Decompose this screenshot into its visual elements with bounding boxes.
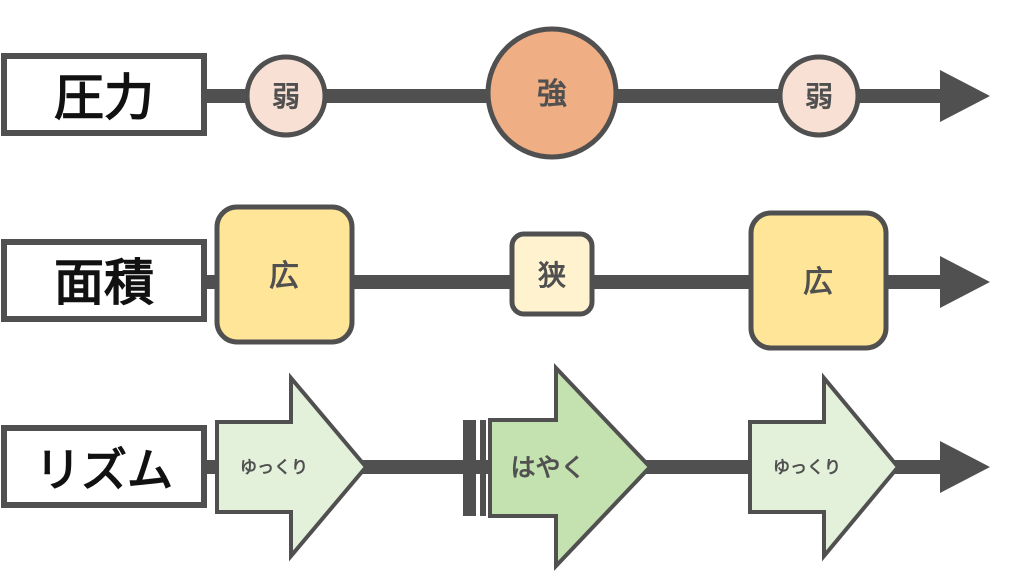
rhythm-slow-arrow-2 bbox=[748, 372, 901, 562]
pressure-label: 圧力 bbox=[54, 69, 154, 127]
area-label-box bbox=[1, 239, 207, 322]
area-wide-label-1: 広 bbox=[269, 259, 299, 294]
area-label: 面積 bbox=[54, 254, 154, 312]
pressure-arrowhead bbox=[940, 70, 990, 122]
area-narrow-box bbox=[509, 231, 595, 317]
pressure-strong-circle bbox=[485, 26, 619, 160]
rhythm-fast-speed-bar-outer bbox=[463, 420, 476, 516]
area-arrowhead bbox=[940, 256, 990, 308]
pressure-strong-label: 強 bbox=[537, 77, 567, 112]
area-narrow-label: 狭 bbox=[537, 259, 566, 292]
rhythm-fast-speed-bar-inner bbox=[480, 420, 486, 516]
rhythm-arrowhead bbox=[940, 441, 990, 493]
pressure-weak-circle-1 bbox=[244, 54, 328, 138]
area-row: 面積 広 狭 広 bbox=[1, 204, 990, 351]
rhythm-fast-label: はやく bbox=[510, 453, 585, 482]
pressure-label-box bbox=[1, 53, 207, 136]
rhythm-label-box bbox=[1, 425, 207, 508]
pressure-weak-label-1: 弱 bbox=[272, 80, 300, 113]
area-wide-label-2: 広 bbox=[803, 265, 833, 300]
pressure-row: 圧力 弱 強 弱 bbox=[1, 26, 990, 160]
rhythm-fast-arrow bbox=[488, 362, 653, 572]
area-wide-box-1 bbox=[214, 204, 355, 345]
rhythm-row: リズム ゆっくり はやく ゆっくり bbox=[1, 362, 990, 572]
rhythm-slow-label-1: ゆっくり bbox=[240, 458, 308, 478]
pressure-weak-circle-2 bbox=[777, 54, 861, 138]
rhythm-label: リズム bbox=[35, 443, 173, 497]
rhythm-slow-label-2: ゆっくり bbox=[773, 458, 841, 478]
rhythm-slow-arrow-1 bbox=[215, 372, 369, 562]
pressure-weak-label-2: 弱 bbox=[805, 80, 833, 113]
area-wide-box-2 bbox=[748, 210, 889, 351]
